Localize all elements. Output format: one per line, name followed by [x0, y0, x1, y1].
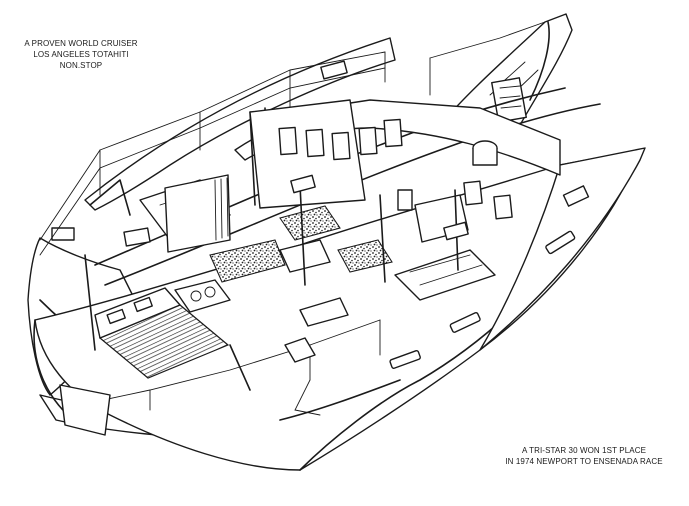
- caption-bottom-line-2: IN 1974 NEWPORT TO ENSENADA RACE: [505, 457, 663, 466]
- caption-bottom: A TRI-STAR 30 WON 1ST PLACE IN 1974 NEWP…: [484, 445, 684, 467]
- caption-bottom-line-1: A TRI-STAR 30 WON 1ST PLACE: [521, 446, 647, 455]
- caption-top-line-2: LOS ANGELES TOTAHITI: [33, 50, 129, 59]
- cockpit: [94, 287, 251, 391]
- transom: [59, 254, 321, 436]
- caption-top-line-3: NON.STOP: [59, 61, 103, 70]
- caption-top: A PROVEN WORLD CRUISER LOS ANGELES TOTAH…: [6, 38, 156, 71]
- lifelines: [39, 21, 546, 411]
- interior: [123, 140, 590, 363]
- starboard-ama: [439, 13, 573, 126]
- caption-top-line-1: A PROVEN WORLD CRUISER: [24, 39, 138, 48]
- port-ama-hatch: [51, 227, 75, 241]
- coachroof: [234, 99, 561, 220]
